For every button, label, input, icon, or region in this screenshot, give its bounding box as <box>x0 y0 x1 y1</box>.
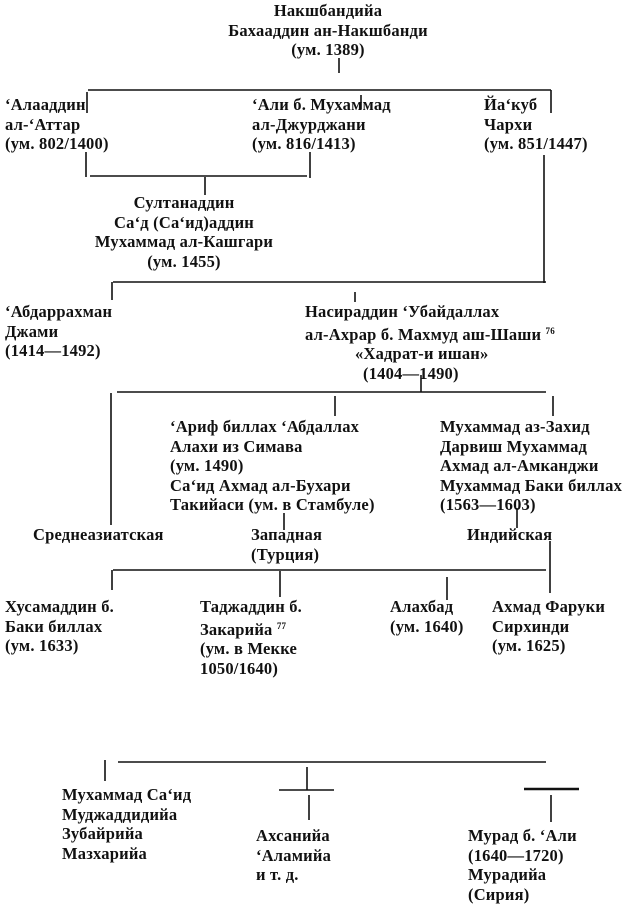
node-line: Хусамаддин б. <box>5 597 114 616</box>
node-date: (ум. 1633) <box>5 636 79 656</box>
node-date: (ум. 1490) <box>170 456 244 476</box>
node-date: (ум. 816/1413) <box>252 134 356 154</box>
node-line: ʻАриф биллах ʻАбдаллах <box>170 417 360 436</box>
node-line: Мурадийа <box>468 865 547 885</box>
node-name: Бахааддин ан-Накшбанди <box>228 20 428 40</box>
node-date: (1640—1720) <box>468 845 564 865</box>
node-line: Султанаддин <box>133 193 235 212</box>
node-line: Йаʻкуб <box>484 95 538 114</box>
node-line: и т. д. <box>256 865 299 885</box>
node-line: ал-Ахрар б. Махмуд аш-Шаши <box>305 324 542 344</box>
node-naqshband: Накшбандийа Бахааддин ан-Накшбанди (ум. … <box>208 1 448 60</box>
node-line: Закарийа <box>200 619 273 639</box>
node-husam: Хусамаддин б. Баки биллах (ум. 1633) <box>5 597 114 656</box>
node-date: (ум. 1389) <box>291 40 365 60</box>
node-line: Ахмад ал-Амканджи <box>440 456 599 476</box>
node-jurjani: ʻАли б. Мухаммад ал-Джурджани (ум. 816/1… <box>252 95 391 154</box>
node-line: Мухаммад аз-Захид <box>440 417 590 436</box>
node-charkhi: Йаʻкуб Чархи (ум. 851/1447) <box>484 95 588 154</box>
node-epithet: «Хадрат-и ишан» <box>355 344 489 364</box>
node-line: Насираддин ʻУбайдаллах <box>305 302 500 321</box>
node-date: (ум. 1640) <box>390 616 464 636</box>
node-jami: ʻАбдаррахман Джами (1414—1492) <box>5 302 112 361</box>
branch-label: Западная <box>251 525 323 544</box>
footnote-ref: 76 <box>545 325 555 336</box>
node-line: Сирхинди <box>492 616 570 636</box>
node-attar: ʻАлааддин ал-ʻАттар (ум. 802/1400) <box>5 95 109 154</box>
node-line: Дарвиш Мухаммад <box>440 436 588 456</box>
node-date: (1404—1490) <box>363 363 459 383</box>
node-alahbad: Алахбад (ум. 1640) <box>390 597 464 636</box>
footnote-ref: 77 <box>276 620 287 631</box>
node-mujaddidiya: Мухаммад Саʻид Муджаддидийа Зубайрийа Ма… <box>62 785 191 863</box>
node-date: (ум. 1625) <box>492 636 566 656</box>
node-line: Джами <box>5 321 59 341</box>
node-line: Ахсанийа <box>256 826 330 845</box>
node-line: Алахи из Симава <box>170 436 303 456</box>
node-date: (ум. 802/1400) <box>5 134 109 154</box>
node-region: (Сирия) <box>468 884 530 904</box>
node-line: ʻАламийа <box>256 845 332 865</box>
node-line: Зубайрийа <box>62 824 143 844</box>
node-line: (ум. в Мекке <box>200 639 298 659</box>
node-line: Мурад б. ʻАли <box>468 826 577 845</box>
branch-western: Западная (Турция) <box>251 525 322 564</box>
node-date: 1050/1640) <box>200 658 279 678</box>
node-indian-line: Мухаммад аз-Захид Дарвиш Мухаммад Ахмад … <box>440 417 622 515</box>
node-ahsaniya: Ахсанийа ʻАламийа и т. д. <box>256 826 331 885</box>
branch-central-asian: Среднеазиатская <box>33 525 164 544</box>
node-date: (ум. 1455) <box>147 251 221 271</box>
node-line: Чархи <box>484 114 533 134</box>
node-sirhindi: Ахмад Фаруки Сирхинди (ум. 1625) <box>492 597 605 656</box>
node-line: Таджаддин б. <box>200 597 303 616</box>
node-line: Мухаммад Баки биллах <box>440 475 623 495</box>
node-line: ʻАлааддин <box>5 95 86 114</box>
node-line: Такийаси (ум. в Стамбуле) <box>170 495 375 515</box>
node-muradiya: Мурад б. ʻАли (1640—1720) Мурадийа (Сири… <box>468 826 577 904</box>
node-title: Накшбандийа <box>273 1 383 20</box>
branch-region: (Турция) <box>251 544 320 564</box>
node-line: Баки биллах <box>5 616 103 636</box>
node-line: ал-Джурджани <box>252 114 366 134</box>
node-date: (1414—1492) <box>5 341 101 361</box>
node-line: Саʻид Ахмад ал-Бухари <box>170 475 351 495</box>
node-line: Мухаммад Саʻид <box>62 785 192 804</box>
branch-indian: Индийская <box>467 525 553 544</box>
node-line: ʻАбдаррахман <box>5 302 113 321</box>
node-taj: Таджаддин б. Закарийа 77 (ум. в Мекке 10… <box>200 597 302 678</box>
node-line: Мухаммад ал-Кашгари <box>94 232 274 252</box>
node-line: ʻАли б. Мухаммад <box>252 95 391 114</box>
node-line: Ахмад Фаруки <box>492 597 606 616</box>
node-line: Саʻд (Саʻид)аддин <box>114 212 254 232</box>
node-line: Муджаддидийа <box>62 804 178 824</box>
node-line: Мазхарийа <box>62 843 147 863</box>
node-date: (1563—1603) <box>440 495 536 515</box>
node-date: (ум. 851/1447) <box>484 134 588 154</box>
node-line: ал-ʻАттар <box>5 114 81 134</box>
node-line: Алахбад <box>390 597 454 616</box>
node-western-line: ʻАриф биллах ʻАбдаллах Алахи из Симава (… <box>170 417 375 515</box>
node-ahrar: Насираддин ʻУбайдаллах ал-Ахрар б. Махму… <box>305 302 555 383</box>
node-kashgari: Султанаддин Саʻд (Саʻид)аддин Мухаммад а… <box>74 193 294 271</box>
